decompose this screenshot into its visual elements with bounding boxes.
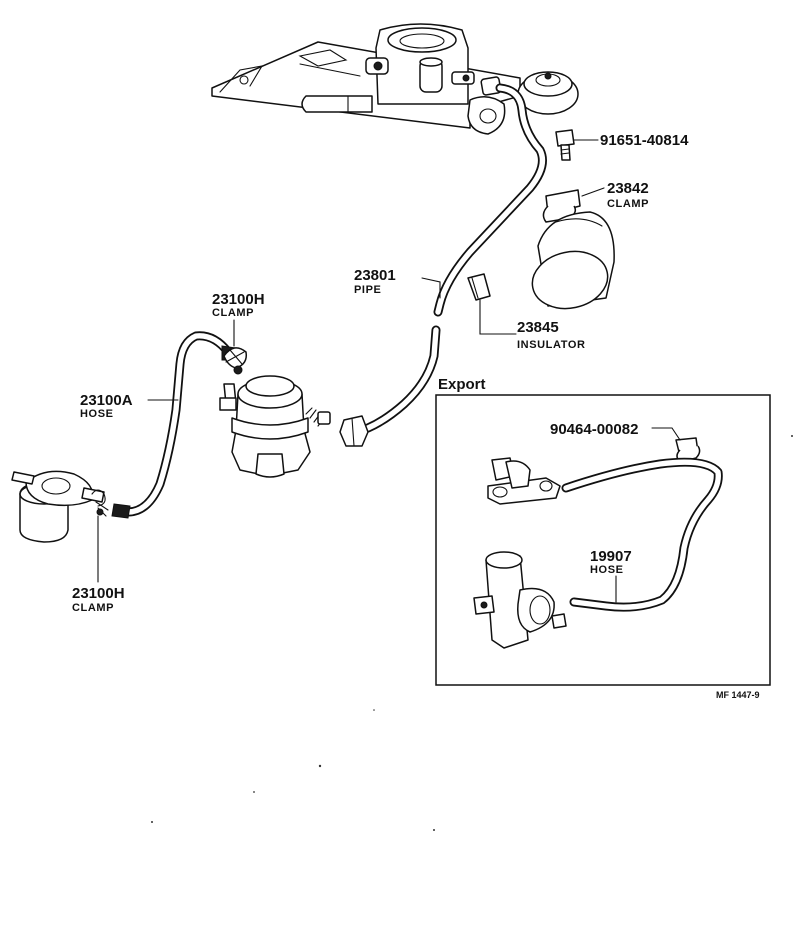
label-clamp-upper-number: 23100H xyxy=(212,291,265,308)
fuel-filter xyxy=(11,470,109,543)
carburetor-assembly xyxy=(211,23,579,135)
label-bolt-number: 91651-40814 xyxy=(600,132,689,149)
export-box: Export xyxy=(435,376,771,686)
label-insulator-name: INSULATOR xyxy=(517,339,586,351)
bolt-91651-40814 xyxy=(555,129,575,161)
label-clamp-lower-name: CLAMP xyxy=(72,602,114,614)
export-fuel-pump xyxy=(473,551,567,649)
leader-lines xyxy=(97,139,681,603)
label-hose-main-number: 23100A xyxy=(80,392,133,409)
label-clamp-lower-number: 23100H xyxy=(72,585,125,602)
fuel-pipe-lower xyxy=(339,325,441,447)
export-carburetor-bracket xyxy=(487,457,561,505)
label-pipe-number: 23801 xyxy=(354,267,396,284)
label-clamp-upper-name: CLAMP xyxy=(212,307,254,319)
label-export-hose-name: HOSE xyxy=(590,564,624,576)
air-duct-elbow xyxy=(531,211,615,310)
export-hose-19907 xyxy=(561,457,723,612)
label-hose-main-name: HOSE xyxy=(80,408,114,420)
insulator-23845 xyxy=(467,273,491,301)
diagram-reference: MF 1447-9 xyxy=(716,690,760,700)
export-title: Export xyxy=(438,376,486,393)
fuel-hose-23100a xyxy=(111,331,237,519)
label-export-clip-number: 90464-00082 xyxy=(550,421,638,438)
fuel-pipe-upper xyxy=(433,83,547,317)
scan-specks xyxy=(151,435,793,831)
label-export-hose-number: 19907 xyxy=(590,548,632,565)
label-clamp-23842-number: 23842 xyxy=(607,180,649,197)
hose-clamp-upper xyxy=(223,347,248,375)
fuel-pump xyxy=(219,375,331,478)
label-clamp-23842-name: CLAMP xyxy=(607,198,649,210)
label-insulator-number: 23845 xyxy=(517,319,559,336)
export-frame xyxy=(435,394,771,686)
label-pipe-name: PIPE xyxy=(354,284,381,296)
part-labels: 91651-40814 23842 CLAMP 23801 PIPE 23845… xyxy=(72,132,760,700)
